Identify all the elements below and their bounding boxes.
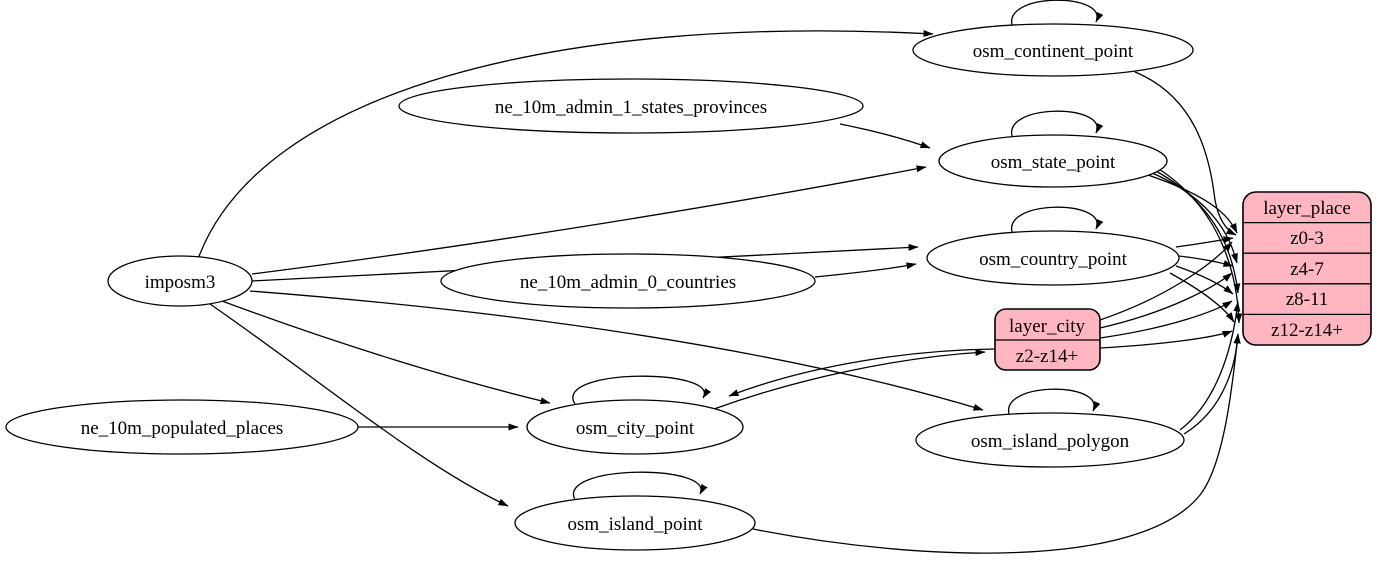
- self-loop-osm_state_point: [1010, 110, 1104, 140]
- self-loop-osm_city_point: [572, 375, 712, 405]
- edge-osm_country_point-to-z12-z14: [1169, 272, 1235, 323]
- node-label: ne_10m_admin_1_states_provinces: [495, 97, 767, 118]
- edge-imposm3-to-osm_island_point: [209, 303, 509, 507]
- layer_place-row-z4-7: z4-7: [1290, 259, 1324, 280]
- record-layer_city: layer_city z2-z14+: [994, 308, 1101, 371]
- node-osm_state_point: osm_state_point: [938, 134, 1168, 188]
- node-label: ne_10m_admin_0_countries: [520, 272, 736, 293]
- node-label: osm_island_point: [567, 514, 703, 535]
- self-loop-osm_continent_point: [1010, 0, 1104, 29]
- self-loop-osm_island_polygon: [1007, 388, 1101, 418]
- node-osm_city_point: osm_city_point: [526, 399, 744, 455]
- record-layer_place: layer_place z0-3 z4-7 z8-11 z12-z14+: [1242, 191, 1372, 346]
- layer_place-row-z12-z14: z12-z14+: [1271, 320, 1343, 341]
- edge-osm_state_point-to-z4-7: [1149, 171, 1238, 264]
- edge-imposm3-to-osm_city_point: [221, 300, 551, 405]
- edge-osm_country_point-to-z8-11: [1175, 265, 1234, 295]
- node-label: osm_city_point: [576, 418, 695, 439]
- node-osm_country_point: osm_country_point: [926, 230, 1180, 286]
- edges-layer: [197, 29, 1243, 554]
- edge-layer_city-to-z0-3: [1099, 241, 1233, 321]
- edge-imposm3-to-osm_island_polygon: [249, 290, 984, 411]
- node-label: osm_continent_point: [973, 41, 1134, 62]
- node-osm_island_point: osm_island_point: [514, 495, 756, 551]
- edge-imposm3-to-osm_continent_point: [197, 29, 934, 260]
- layer_city-row-z2-z14: z2-z14+: [1016, 346, 1078, 367]
- edge-osm_island_point-to-z12-z14: [752, 333, 1241, 554]
- edge-ne_10m_admin_0_countries-to-osm_country_point: [814, 262, 917, 278]
- self-loop-osm_island_point: [572, 471, 708, 501]
- node-label: ne_10m_populated_places: [81, 418, 284, 439]
- self-loops-layer: [572, 0, 1104, 501]
- edge-osm_continent_point-to-z0-3: [1134, 71, 1237, 236]
- layer_place-row-z0-3: z0-3: [1290, 228, 1324, 249]
- edge-osm_country_point-to-z4-7: [1178, 255, 1234, 267]
- edge-layer_city-to-z12-z14: [1099, 330, 1233, 349]
- edge-osm_country_point-to-z0-3: [1175, 236, 1234, 248]
- node-label: osm_country_point: [979, 249, 1127, 270]
- edge-layer_city-to-z4-7: [1099, 272, 1233, 329]
- edge-osm_state_point-to-z0-3: [1147, 174, 1238, 234]
- edge-ne_10m_admin_1_states_provinces-to-osm_state_point: [839, 123, 931, 149]
- edge-layer_city-to-z8-11: [1099, 300, 1233, 339]
- node-label: osm_island_polygon: [971, 431, 1130, 452]
- edge-layer_city-to-osm_city_point: [728, 348, 996, 397]
- node-ne_10m_admin_1_states_provinces: ne_10m_admin_1_states_provinces: [398, 78, 864, 134]
- nodes-layer: imposm3 ne_10m_admin_1_states_provinces …: [5, 23, 1194, 551]
- node-ne_10m_populated_places: ne_10m_populated_places: [5, 399, 359, 455]
- edge-osm_city_point-to-layer_city: [713, 349, 986, 410]
- layer_place-title: layer_place: [1263, 198, 1351, 219]
- layer_city-title: layer_city: [1009, 316, 1085, 337]
- node-imposm3: imposm3: [107, 255, 253, 307]
- node-osm_continent_point: osm_continent_point: [912, 23, 1194, 77]
- edge-osm_state_point-to-z8-11: [1151, 168, 1241, 294]
- node-label: imposm3: [145, 272, 216, 293]
- self-loop-osm_country_point: [1010, 206, 1104, 236]
- layer_place-box: [1242, 191, 1372, 346]
- layer_place-row-z8-11: z8-11: [1286, 289, 1329, 310]
- node-osm_island_polygon: osm_island_polygon: [915, 412, 1185, 468]
- edge-imposm3-to-osm_state_point: [251, 165, 927, 275]
- edge-osm_island_polygon-to-z8-11: [1179, 301, 1241, 431]
- node-label: osm_state_point: [991, 152, 1116, 173]
- node-ne_10m_admin_0_countries: ne_10m_admin_0_countries: [440, 253, 816, 309]
